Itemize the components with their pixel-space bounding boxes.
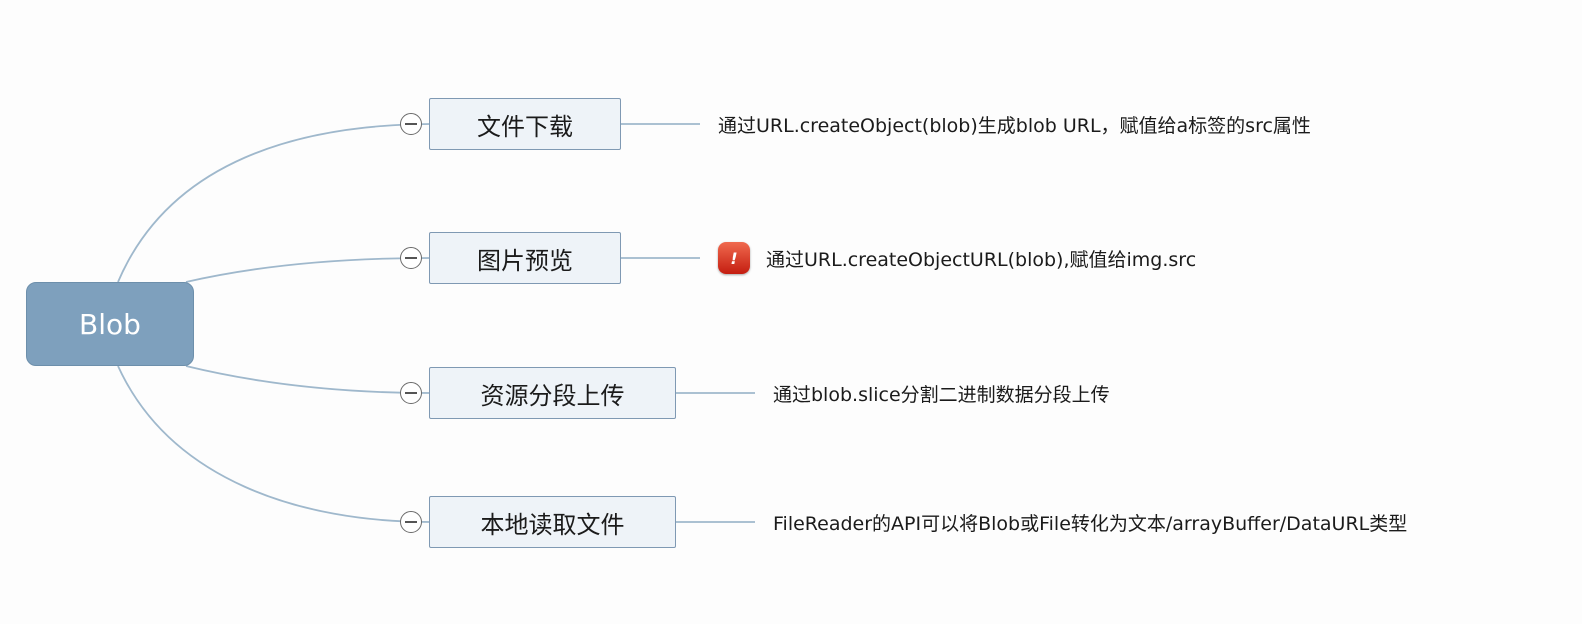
minus-circle-icon xyxy=(405,257,417,259)
minus-circle-icon xyxy=(405,392,417,394)
note-text: 通过URL.createObject(blob)生成blob URL，赋值给a标… xyxy=(718,114,1311,137)
connector-root-topic-1 xyxy=(117,123,431,283)
topic-label: 文件下载 xyxy=(477,112,573,141)
collapse-toggle-topic-4[interactable] xyxy=(400,511,422,533)
minus-circle-icon xyxy=(405,123,417,125)
connector-root-topic-2 xyxy=(185,257,431,283)
note-text: 通过blob.slice分割二进制数据分段上传 xyxy=(773,383,1110,406)
topic-image-preview[interactable]: 图片预览 xyxy=(429,232,621,284)
topic-label: 资源分段上传 xyxy=(480,381,625,410)
exclamation-marker-icon: ! xyxy=(718,242,750,274)
note-text: 通过URL.createObjectURL(blob),赋值给img.src xyxy=(766,248,1197,271)
connector-root-topic-4 xyxy=(117,365,431,523)
topic-label: 本地读取文件 xyxy=(480,510,625,539)
collapse-toggle-topic-2[interactable] xyxy=(400,247,422,269)
topic-file-download[interactable]: 文件下载 xyxy=(429,98,621,150)
minus-circle-icon xyxy=(405,521,417,523)
note-file-download[interactable]: 通过URL.createObject(blob)生成blob URL，赋值给a标… xyxy=(718,109,1311,139)
topic-local-file-read[interactable]: 本地读取文件 xyxy=(429,496,676,548)
note-text: FileReader的API可以将Blob或File转化为文本/arrayBuf… xyxy=(773,512,1408,535)
note-chunked-upload[interactable]: 通过blob.slice分割二进制数据分段上传 xyxy=(773,378,1110,408)
root-topic-label: Blob xyxy=(79,307,141,341)
note-local-file-read[interactable]: FileReader的API可以将Blob或File转化为文本/arrayBuf… xyxy=(773,507,1407,537)
note-image-preview[interactable]: ! 通过URL.createObjectURL(blob),赋值给img.src xyxy=(718,242,1197,274)
collapse-toggle-topic-3[interactable] xyxy=(400,382,422,404)
root-topic-blob[interactable]: Blob xyxy=(26,282,194,366)
collapse-toggle-topic-1[interactable] xyxy=(400,113,422,135)
connector-root-topic-3 xyxy=(185,365,431,394)
topic-label: 图片预览 xyxy=(477,246,573,275)
topic-chunked-upload[interactable]: 资源分段上传 xyxy=(429,367,676,419)
